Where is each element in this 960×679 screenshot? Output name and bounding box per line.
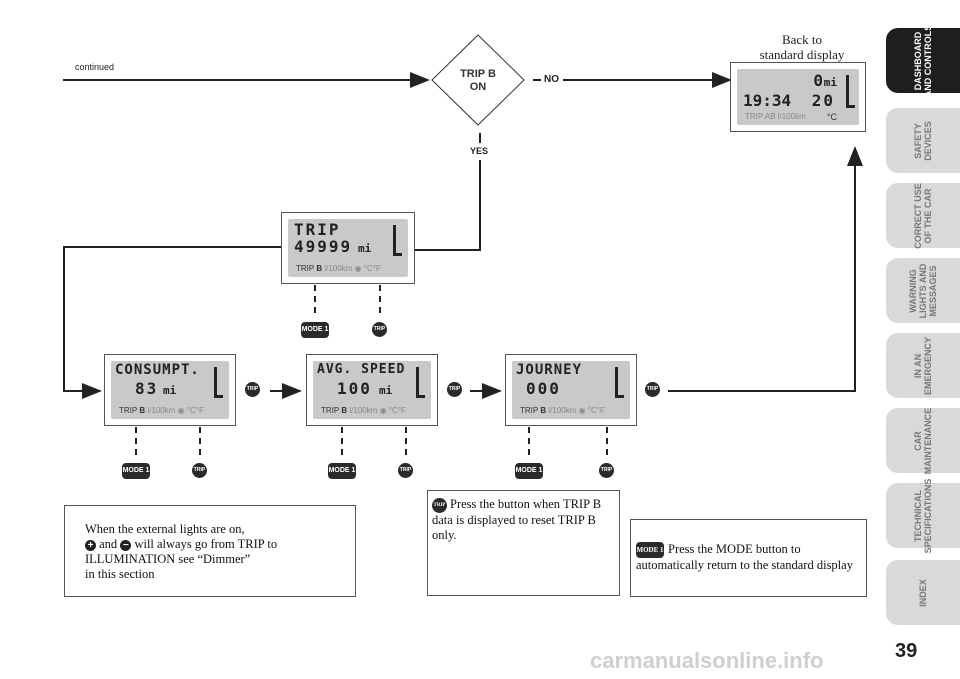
tab-warning-lights-and-messages[interactable]: WARNING LIGHTS AND MESSAGES <box>886 258 960 323</box>
back-label-line2: standard display <box>759 47 845 62</box>
level-gauge-foot <box>393 253 402 256</box>
back-label-line1: Back to <box>781 32 823 47</box>
trip2-button-icon: TRIP 2 <box>192 463 207 488</box>
back-label: Back to standard display <box>740 32 864 62</box>
standard-clock: 19:34 <box>743 91 792 110</box>
trip2-button-icon: TRIP 2 <box>398 463 413 488</box>
consumpt-value-unit: mi <box>163 384 177 397</box>
tab-in-an-emergency[interactable]: IN AN EMERGENCY <box>886 333 960 398</box>
standard-display: 0 mi 19:34 20 TRIP AB l/100km °C <box>737 69 859 125</box>
journey-value: 000 <box>526 379 561 398</box>
tab-label: DASHBOARD AND CONTROLS <box>913 24 933 97</box>
level-gauge-foot <box>214 395 223 398</box>
avg-speed-bottom-row: TRIP B l/100km ◉ °C°F <box>321 406 406 415</box>
tab-label: WARNING LIGHTS AND MESSAGES <box>908 263 938 318</box>
level-gauge-foot <box>416 395 425 398</box>
journey-display-frame: JOURNEY 000 TRIP B l/100km ◉ °C°F <box>505 354 637 426</box>
trip2-button-icon: TRIP 2 <box>599 463 614 488</box>
trip-value: 49999 <box>294 237 353 256</box>
trip2-reset-text: Press the button when TRIP B data is dis… <box>432 497 602 542</box>
mode-return-text: Press the MODE button to automatically r… <box>636 542 853 573</box>
minus-icon: − <box>120 540 132 551</box>
tab-label: IN AN EMERGENCY <box>913 336 933 395</box>
trip-display: TRIP 49999 mi TRIP B l/100km ◉ °C°F <box>288 219 408 277</box>
decision-label: TRIP B ON <box>448 68 508 94</box>
trip-value-unit: mi <box>358 242 372 255</box>
standard-display-frame: 0 mi 19:34 20 TRIP AB l/100km °C <box>730 62 866 132</box>
tab-index[interactable]: INDEX <box>886 560 960 625</box>
continued-label: continued <box>75 62 115 72</box>
mode-button-icon: MODE 1 <box>301 322 329 338</box>
consumpt-display: CONSUMPT. 83 mi TRIP B l/100km ◉ °C°F <box>111 361 229 419</box>
no-label: NO <box>544 74 559 85</box>
journey-display: JOURNEY 000 TRIP B l/100km ◉ °C°F <box>512 361 630 419</box>
illumination-note: When the external lights are on, + and −… <box>64 505 356 597</box>
decision-label-line2: ON <box>469 81 487 93</box>
tab-technical-specifications[interactable]: TECHNICAL SPECIFICATIONS <box>886 478 960 553</box>
trip2-reset-note: TRIP 2Press the button when TRIP B data … <box>427 490 620 596</box>
page-number: 39 <box>895 640 918 662</box>
trip-bottom-row: TRIP B l/100km ◉ °C°F <box>296 264 381 273</box>
tab-safety-devices[interactable]: SAFETY DEVICES <box>886 108 960 173</box>
level-gauge-bar <box>416 367 419 397</box>
yes-label: YES <box>470 146 489 156</box>
decision-diamond <box>431 34 525 126</box>
plus-icon: + <box>85 540 96 551</box>
tab-correct-use-of-the-car[interactable]: CORRECT USE OF THE CAR <box>886 183 960 248</box>
decision-label-line1: TRIP B <box>460 68 496 80</box>
tab-label: CORRECT USE OF THE CAR <box>913 182 933 249</box>
trip2-button-icon: TRIP 2 <box>432 497 447 523</box>
trip-display-frame: TRIP 49999 mi TRIP B l/100km ◉ °C°F <box>281 212 415 284</box>
level-gauge-foot <box>846 105 855 108</box>
level-gauge-foot <box>615 395 624 398</box>
trip2-button-icon: TRIP 2 <box>372 322 387 347</box>
avg-speed-display-frame: AVG. SPEED 100 mi TRIP B l/100km ◉ °C°F <box>306 354 438 426</box>
level-gauge-bar <box>846 75 849 107</box>
standard-temp: 20 <box>811 91 835 110</box>
avg-speed-title: AVG. SPEED <box>317 362 406 377</box>
illumination-note-line1: When the external lights are on, <box>85 522 245 536</box>
mode-button-icon: MODE 1 <box>122 463 150 479</box>
standard-odometer-unit: mi <box>823 76 837 89</box>
illumination-note-line3: ILLUMINATION see “Dimmer” <box>85 552 251 566</box>
tab-dashboard-and-controls[interactable]: DASHBOARD AND CONTROLS <box>886 24 960 97</box>
avg-speed-display: AVG. SPEED 100 mi TRIP B l/100km ◉ °C°F <box>313 361 431 419</box>
tab-label: TECHNICAL SPECIFICATIONS <box>913 478 933 553</box>
level-gauge-bar <box>393 225 396 255</box>
mode-button-icon: MODE 1 <box>328 463 356 479</box>
level-gauge-bar <box>214 367 217 397</box>
trip1-button-icon: TRIP 1 <box>245 382 260 407</box>
watermark: carmanualsonline.info <box>590 648 824 673</box>
avg-speed-value-unit: mi <box>379 384 393 397</box>
illumination-note-line2: + and − will always go from TRIP to <box>85 537 355 552</box>
standard-temp-unit: °C <box>826 112 837 122</box>
mode-button-icon: MODE 1 <box>636 542 664 559</box>
consumpt-display-frame: CONSUMPT. 83 mi TRIP B l/100km ◉ °C°F <box>104 354 236 426</box>
trip-title: TRIP <box>294 220 341 239</box>
level-gauge-bar <box>615 367 618 397</box>
illumination-note-line4: in this section <box>85 567 155 581</box>
trip1-button-icon: TRIP 1 <box>447 382 462 407</box>
journey-title: JOURNEY <box>516 362 583 378</box>
consumpt-bottom-row: TRIP B l/100km ◉ °C°F <box>119 406 204 415</box>
standard-odometer: 0 <box>813 71 825 90</box>
consumpt-title: CONSUMPT. <box>115 362 200 378</box>
mode-button-icon: MODE 1 <box>515 463 543 479</box>
journey-bottom-row: TRIP B l/100km ◉ °C°F <box>520 406 605 415</box>
consumpt-value: 83 <box>135 379 159 398</box>
tab-label: INDEX <box>918 578 928 607</box>
tab-car-maintenance[interactable]: CAR MAINTENANCE <box>886 407 960 474</box>
avg-speed-value: 100 <box>337 379 372 398</box>
tab-label: SAFETY DEVICES <box>913 120 933 161</box>
tab-label: CAR MAINTENANCE <box>913 407 933 474</box>
trip1-button-icon: TRIP 1 <box>645 382 660 407</box>
standard-bottom-row: TRIP AB l/100km <box>745 112 806 121</box>
